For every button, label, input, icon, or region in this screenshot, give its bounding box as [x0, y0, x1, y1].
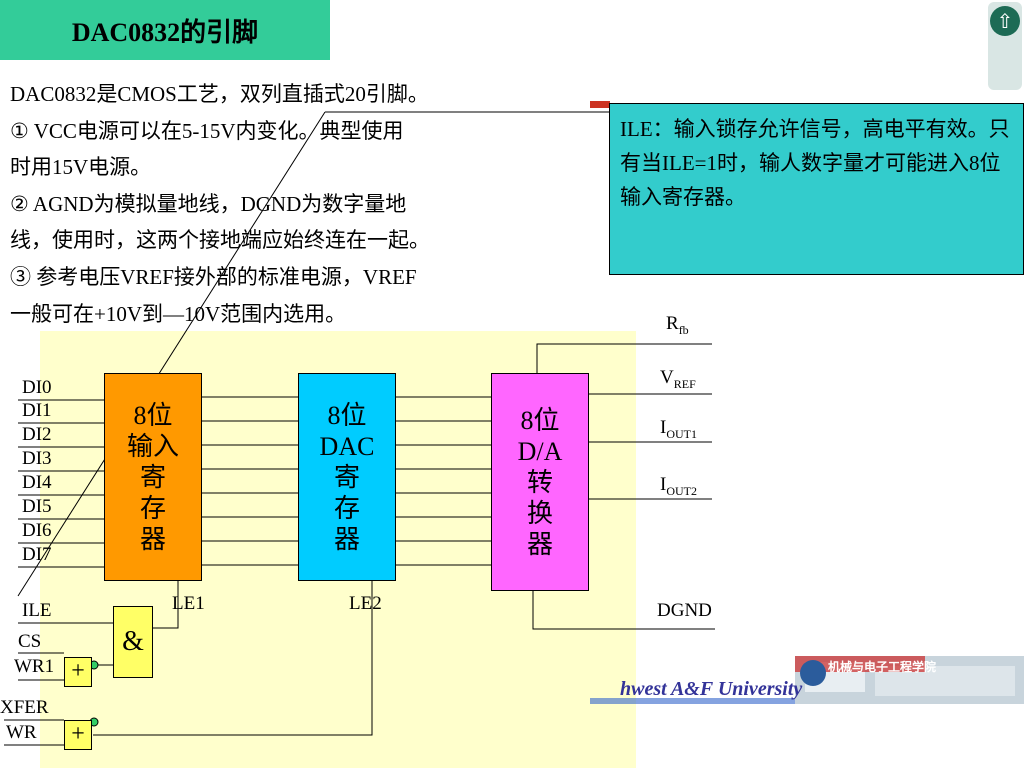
description-line: 时用15V电源。: [10, 155, 152, 180]
block-label: 8位: [520, 405, 560, 435]
block-label: 8位: [133, 400, 173, 430]
block-label: D/A: [517, 436, 563, 466]
description-text: DAC0832是CMOS工艺，双列直插式20引脚。 ① VCC电源可以在5-15…: [10, 76, 590, 332]
input-label-di7: DI7: [22, 544, 52, 565]
le1-label: LE1: [172, 593, 205, 614]
input-label-di6: DI6: [22, 520, 52, 541]
input-register-block: 8位 输入 寄 存 器: [104, 373, 202, 581]
college-logo-icon: [800, 660, 826, 686]
input-label-di2: DI2: [22, 424, 52, 445]
description-line: ③ 参考电压VREF接外部的标准电源，VREF: [10, 264, 417, 289]
description-line: DAC0832是CMOS工艺，双列直插式20引脚。: [10, 82, 429, 106]
iout2-label: IOUT2: [660, 474, 697, 498]
and-gate: &: [113, 606, 153, 678]
nav-up-button[interactable]: ⇧: [988, 2, 1022, 90]
block-label: DAC: [319, 431, 375, 461]
block-label: 器: [333, 524, 360, 554]
input-label-di0: DI0: [22, 377, 52, 398]
block-label: 输入: [126, 431, 179, 461]
college-logo-text: 机械与电子工程学院: [828, 660, 937, 674]
ile-note-text: ILE：输入锁存允许信号，高电平有效。只有当ILE=1时，输人数字量才可能进入8…: [620, 117, 1010, 209]
le2-label: LE2: [349, 593, 382, 614]
block-label: 寄: [333, 462, 360, 492]
wr1-label: WR1: [14, 656, 55, 677]
iout1-label: IOUT1: [660, 417, 697, 441]
description-line: 一般可在+10V到—10V范围内选用。: [10, 301, 347, 326]
da-converter-block: 8位 D/A 转 换 器: [491, 373, 589, 591]
block-label: 存: [139, 493, 166, 523]
ile-label: ILE: [22, 600, 52, 621]
description-line: ② AGND为模拟量地线，DGND为数字量地: [10, 191, 407, 216]
up-arrow-icon: ⇧: [990, 6, 1020, 36]
or-gate-wr2: +: [64, 720, 92, 750]
input-label-di5: DI5: [22, 496, 52, 517]
vref-label: VREF: [660, 367, 696, 391]
rfb-label: Rfb: [666, 313, 689, 337]
university-name: hwest A&F University: [620, 678, 803, 700]
university-banner: [590, 656, 1024, 704]
dgnd-label: DGND: [657, 600, 712, 621]
or-gate-wr1: +: [64, 657, 92, 687]
block-label: 器: [139, 524, 166, 554]
block-label: 8位: [327, 400, 367, 430]
description-line: ① VCC电源可以在5-15V内变化。典型使用: [10, 118, 404, 143]
input-label-di3: DI3: [22, 448, 52, 469]
slide-title: DAC0832的引脚: [0, 0, 330, 60]
description-line: 线，使用时，这两个接地端应始终连在一起。: [10, 228, 430, 253]
block-label: 换: [526, 498, 553, 528]
xfer-label: XFER: [0, 697, 49, 718]
block-label: 寄: [139, 462, 166, 492]
ile-note-box: ILE：输入锁存允许信号，高电平有效。只有当ILE=1时，输人数字量才可能进入8…: [609, 103, 1024, 275]
cs-label: CS: [18, 631, 42, 652]
block-label: 存: [333, 493, 360, 523]
input-label-di4: DI4: [22, 472, 52, 493]
decorative-bar: [590, 101, 610, 108]
wr-label: WR: [6, 722, 37, 743]
dac-register-block: 8位 DAC 寄 存 器: [298, 373, 396, 581]
block-label: 转: [526, 467, 553, 497]
block-label: 器: [526, 529, 553, 559]
input-label-di1: DI1: [22, 400, 52, 421]
